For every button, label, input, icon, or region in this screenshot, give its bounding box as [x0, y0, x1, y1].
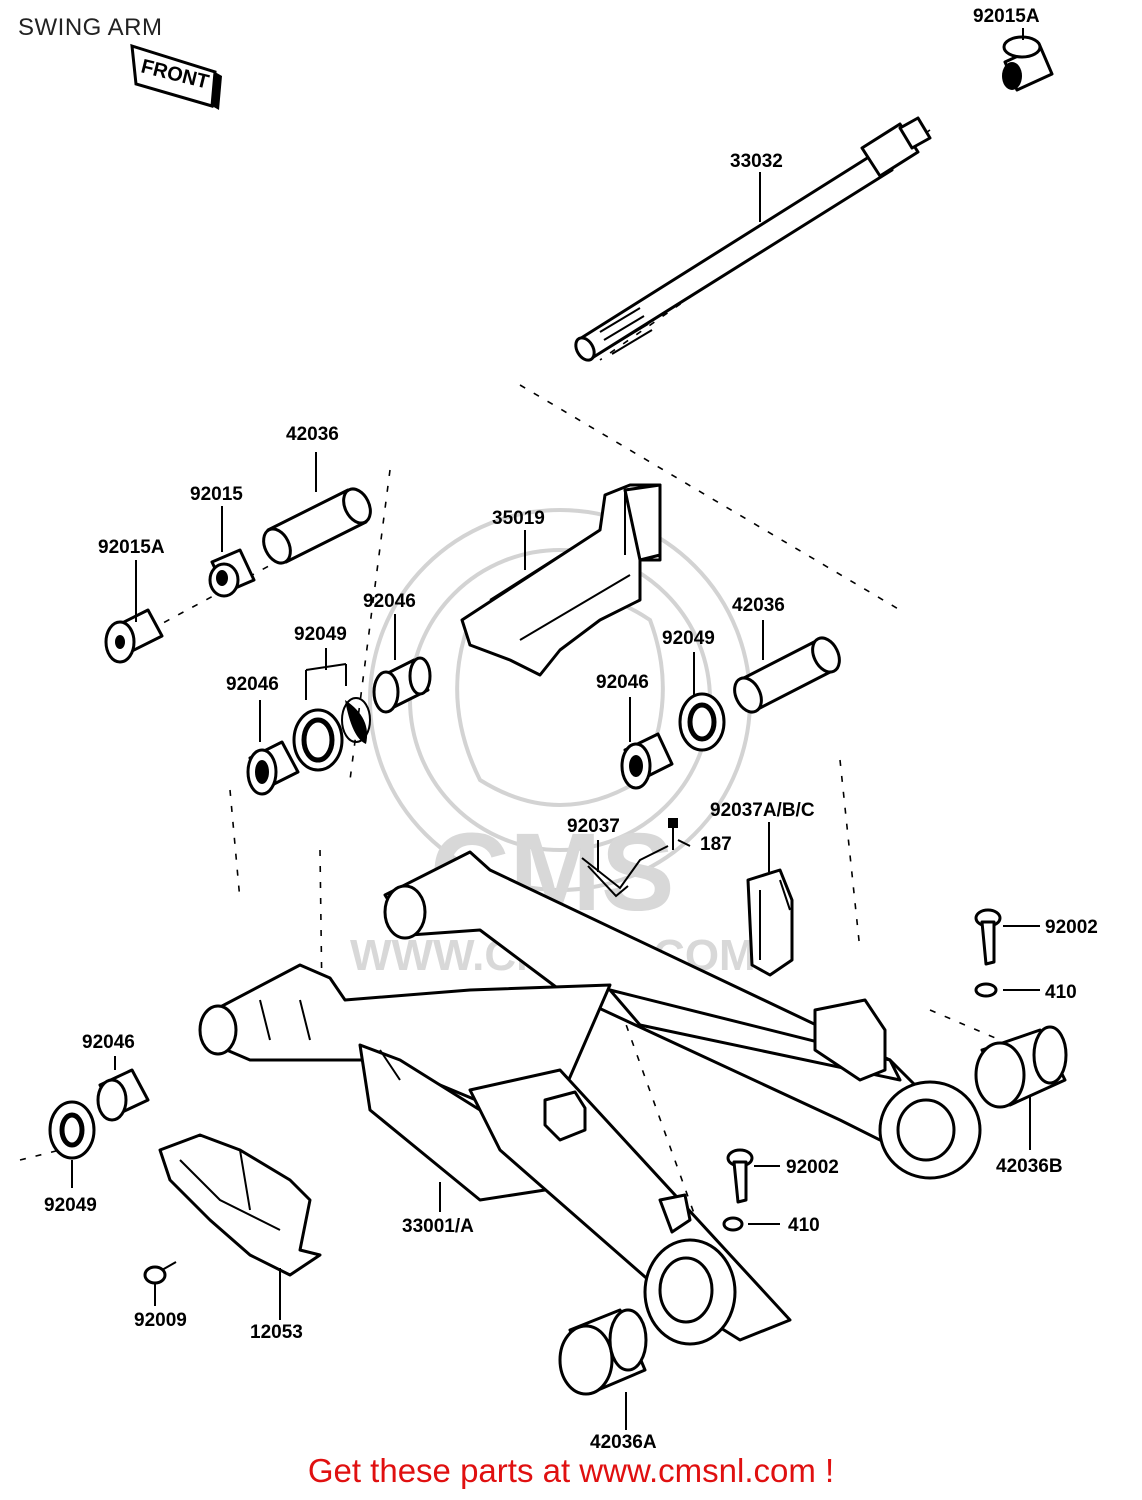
label-92037: 92037 [567, 816, 620, 837]
spacer-92046-bottom-left [96, 1068, 150, 1122]
part-labels: 92015A 33032 42036 92015 92015A 35019 92… [44, 6, 1098, 1453]
seal-92049-bottom-left [48, 1100, 96, 1160]
label-92049-left: 92049 [294, 624, 347, 645]
washer-410-upper [974, 982, 998, 998]
swing-arm-33001a [198, 850, 982, 1346]
cap-42036a [558, 1308, 648, 1396]
front-marker: FRONT [130, 43, 222, 110]
leader-lines [71, 28, 1040, 1430]
collar-92015a-top [1002, 35, 1054, 92]
label-35019: 35019 [492, 508, 545, 529]
label-410-upper: 410 [1045, 982, 1077, 1003]
page-title: SWING ARM [18, 14, 163, 41]
spacer-92046-upper [372, 656, 432, 714]
guard-12053 [158, 1133, 322, 1277]
label-92046-bottom-left: 92046 [82, 1032, 135, 1053]
label-12053: 12053 [250, 1322, 303, 1343]
label-92046-left: 92046 [226, 674, 279, 695]
spacer-92046-right [620, 732, 674, 790]
cap-42036b [974, 1025, 1068, 1109]
label-92015a-top: 92015A [973, 6, 1040, 27]
label-92046-upper: 92046 [363, 591, 416, 612]
sleeve-42036-right [733, 636, 841, 714]
label-42036-left: 42036 [286, 424, 339, 445]
bracket-35019 [460, 483, 662, 677]
pivot-shaft-33032 [574, 116, 932, 362]
washer-410-lower [722, 1216, 744, 1232]
clip-92037 [581, 818, 678, 898]
clamp-92037abc [746, 868, 794, 977]
label-33001a: 33001/A [402, 1216, 474, 1237]
seal-92049-right [678, 692, 726, 752]
label-410-lower: 410 [788, 1215, 820, 1236]
label-92009: 92009 [134, 1310, 187, 1331]
label-92049-bottom-left: 92049 [44, 1195, 97, 1216]
label-92015a-left: 92015A [98, 537, 165, 558]
label-92037abc: 92037A/B/C [710, 800, 815, 821]
collar-92015a-left [104, 608, 164, 664]
bolt-92002-lower [726, 1148, 754, 1204]
label-92015: 92015 [190, 484, 243, 505]
label-42036-right: 42036 [732, 595, 785, 616]
label-92049-right: 92049 [662, 628, 715, 649]
label-92046-right: 92046 [596, 672, 649, 693]
bushing-92015 [208, 548, 256, 598]
label-42036b: 42036B [996, 1156, 1063, 1177]
bolt-92002-upper [974, 908, 1002, 966]
label-92002-lower: 92002 [786, 1157, 839, 1178]
label-42036a: 42036A [590, 1432, 657, 1453]
label-187: 187 [700, 834, 732, 855]
label-33032: 33032 [730, 151, 783, 172]
screw-92009 [143, 1261, 177, 1285]
spacer-92046-left [246, 740, 300, 796]
footer-promo-link[interactable]: Get these parts at www.cmsnl.com ! [307, 1452, 835, 1489]
label-92002-upper: 92002 [1045, 917, 1098, 938]
sleeve-42036-left [262, 487, 372, 565]
seals-92049-left [292, 697, 371, 772]
